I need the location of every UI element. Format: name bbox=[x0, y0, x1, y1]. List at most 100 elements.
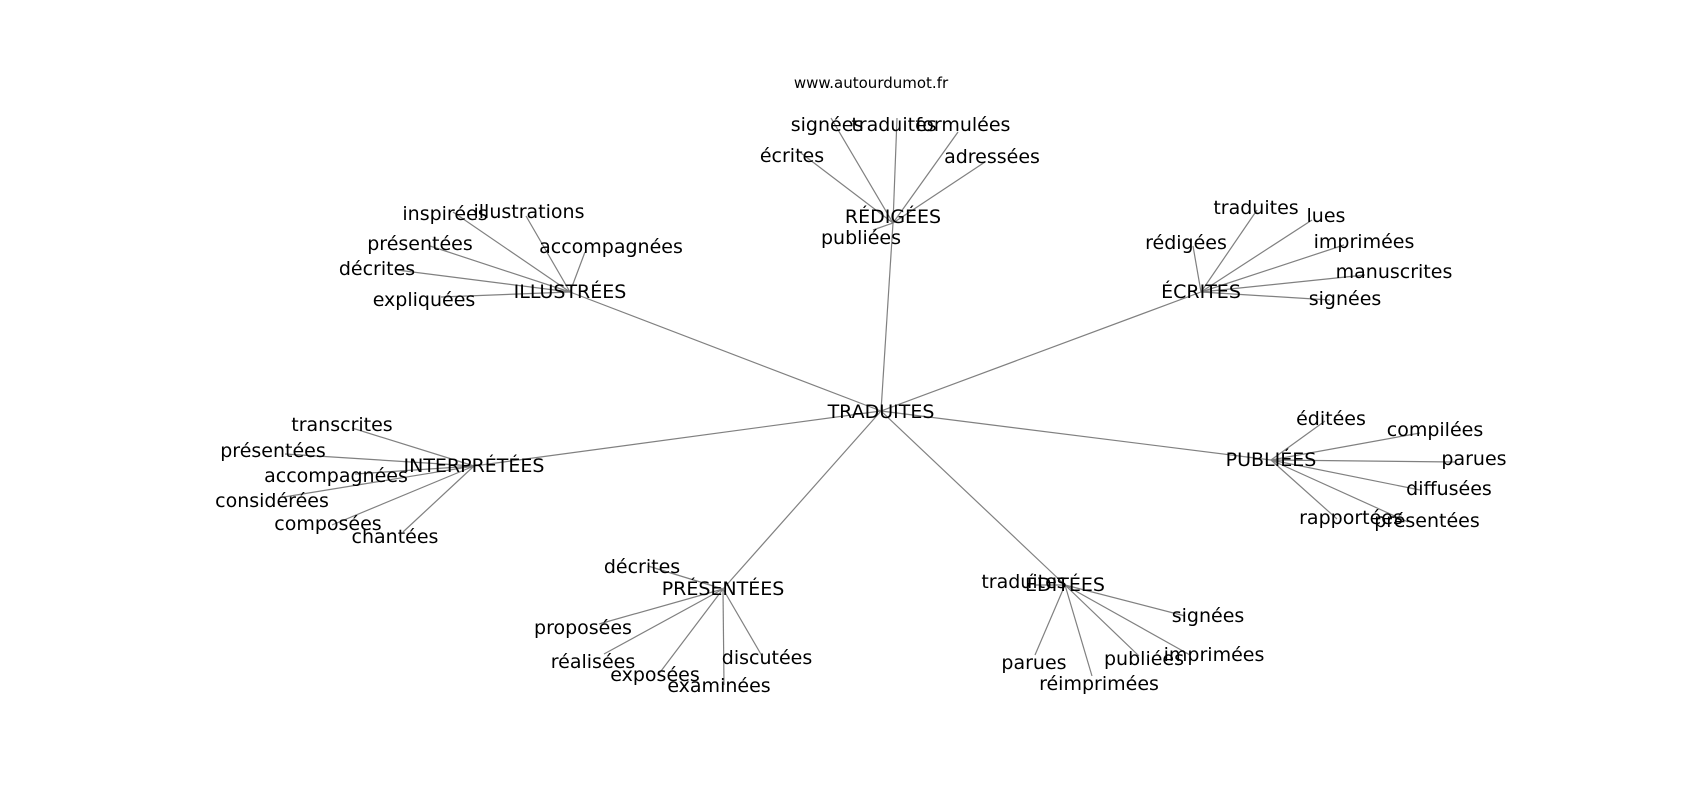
edge-center-presentees bbox=[722, 410, 882, 590]
hub-node-label: ILLUSTRÉES bbox=[514, 280, 627, 303]
leaf-node-label: composées bbox=[274, 513, 381, 535]
edge-interpretees-composees bbox=[331, 465, 475, 526]
hub-node-label: ÉDITÉES bbox=[1025, 573, 1105, 596]
edge-illustrees-expliquees bbox=[440, 291, 571, 298]
leaf-node-label: traduites bbox=[1213, 197, 1298, 219]
leaf-node-label: expliquées bbox=[373, 289, 476, 311]
edge-ecrites-manuscrites bbox=[1200, 274, 1366, 293]
leaf-node-label: présentées bbox=[1374, 510, 1480, 532]
leaf-node-label: accompagnées bbox=[539, 236, 683, 258]
edge-ecrites-traduites bbox=[1200, 209, 1258, 293]
hub-node-label: PUBLIÉES bbox=[1226, 448, 1317, 471]
edge-center-publiees bbox=[880, 410, 1272, 461]
edge-illustrees-presentees bbox=[429, 245, 571, 293]
edge-presentees-discutees bbox=[722, 588, 763, 657]
leaf-node-label: publiées bbox=[1104, 648, 1184, 670]
edge-publiees-compilees bbox=[1270, 432, 1421, 461]
leaf-node-label: réimprimées bbox=[1039, 673, 1159, 695]
leaf-node-label: réalisées bbox=[551, 651, 635, 673]
leaf-node-label: signées bbox=[791, 114, 864, 136]
leaf-node-label: imprimées bbox=[1164, 644, 1265, 666]
edge-illustrees-inspirees bbox=[452, 211, 571, 293]
leaf-node-label: illustrations bbox=[474, 201, 585, 223]
edge-center-illustrees bbox=[569, 291, 882, 412]
leaf-node-label: compilées bbox=[1387, 419, 1483, 441]
leaf-node-label: présentées bbox=[367, 233, 473, 255]
edge-redigees-publiees bbox=[872, 222, 894, 231]
hub-node-label: RÉDIGÉES bbox=[845, 205, 941, 228]
leaf-node-label: proposées bbox=[534, 617, 632, 639]
leaf-node-label: considérées bbox=[215, 490, 329, 512]
edge-ecrites-signees bbox=[1200, 291, 1331, 301]
leaf-node-label: parues bbox=[1001, 652, 1066, 674]
edge-interpretees-chantees bbox=[402, 465, 475, 533]
leaf-node-label: traduites bbox=[851, 114, 936, 136]
leaf-node-label: signées bbox=[1309, 288, 1382, 310]
edge-ecrites-redigees bbox=[1192, 245, 1202, 293]
edge-redigees-traduites bbox=[892, 117, 898, 224]
leaf-node-label: présentées bbox=[220, 440, 326, 462]
edge-interpretees-considerees bbox=[283, 465, 475, 498]
edge-illustrees-accompagnees bbox=[569, 251, 586, 293]
edge-center-redigees bbox=[880, 222, 894, 412]
hub-node-label: PRÉSENTÉES bbox=[662, 577, 785, 600]
edge-interpretees-accompagnees bbox=[354, 465, 475, 475]
edge-editees-imprimees bbox=[1064, 584, 1191, 656]
hub-node-label: ÉCRITES bbox=[1161, 280, 1241, 303]
leaf-node-label: adressées bbox=[944, 146, 1040, 168]
source-label: www.autourdumot.fr bbox=[794, 74, 949, 92]
leaf-node-label: rédigées bbox=[1145, 232, 1227, 254]
edge-center-editees bbox=[880, 410, 1066, 586]
leaf-node-label: écrites bbox=[760, 145, 824, 167]
edge-redigees-ecrites bbox=[796, 149, 894, 224]
edge-presentees-decrites bbox=[647, 565, 724, 590]
hub-node-label: INTERPRÉTÉES bbox=[404, 454, 545, 477]
leaf-node-label: chantées bbox=[352, 526, 439, 548]
leaf-node-label: décrites bbox=[604, 556, 680, 578]
leaf-node-label: publiées bbox=[821, 227, 901, 249]
leaf-node-label: manuscrites bbox=[1336, 261, 1453, 283]
leaf-node-label: signées bbox=[1172, 605, 1245, 627]
edge-publiees-editees bbox=[1270, 420, 1326, 461]
leaf-node-label: lues bbox=[1307, 205, 1346, 227]
edge-presentees-proposees bbox=[598, 588, 724, 625]
leaf-node-label: inspirées bbox=[402, 203, 487, 225]
leaf-node-label: imprimées bbox=[1314, 231, 1415, 253]
center-node-label: TRADUITES bbox=[827, 401, 935, 423]
leaf-node-label: éditées bbox=[1296, 408, 1366, 430]
edge-center-interpretees bbox=[473, 410, 882, 467]
edge-redigees-formulees bbox=[892, 131, 959, 224]
leaf-node-label: diffusées bbox=[1406, 478, 1492, 500]
edge-presentees-examinees bbox=[722, 588, 725, 686]
edge-publiees-presentees bbox=[1270, 459, 1409, 523]
leaf-node-label: parues bbox=[1441, 448, 1506, 470]
leaf-node-label: rapportées bbox=[1299, 507, 1403, 529]
edge-center-ecrites bbox=[880, 291, 1202, 412]
leaf-node-label: exposées bbox=[610, 664, 699, 686]
graph-labels: www.autourdumot.fr TRADUITESsignéestradu… bbox=[215, 74, 1506, 697]
leaf-node-label: examinées bbox=[667, 675, 770, 697]
edge-editees-signees bbox=[1064, 584, 1186, 617]
leaf-node-label: décrites bbox=[339, 258, 415, 280]
edge-editees-parues bbox=[1034, 584, 1066, 656]
edge-publiees-parues bbox=[1270, 459, 1456, 463]
leaf-node-label: discutées bbox=[722, 647, 812, 669]
edge-publiees-diffusees bbox=[1270, 459, 1421, 491]
leaf-node-label: accompagnées bbox=[264, 465, 408, 487]
leaf-node-label: transcrites bbox=[291, 414, 392, 436]
edge-presentees-exposees bbox=[657, 588, 724, 676]
edge-publiees-rapportees bbox=[1270, 459, 1338, 520]
graph-edges bbox=[283, 117, 1456, 686]
edge-illustrees-illustrations bbox=[525, 215, 571, 293]
edge-presentees-realisees bbox=[603, 588, 724, 655]
edge-redigees-signees bbox=[830, 117, 894, 224]
leaf-node-label: formulées bbox=[916, 114, 1011, 136]
edge-editees-reimprimees bbox=[1064, 584, 1093, 677]
edge-interpretees-presentees bbox=[284, 453, 475, 467]
edge-editees-publiees bbox=[1064, 584, 1140, 657]
leaf-node-label: traduites bbox=[981, 571, 1066, 593]
edge-redigees-adressees bbox=[892, 161, 986, 224]
edge-interpretees-transcrites bbox=[351, 427, 475, 467]
edge-illustrees-decrites bbox=[396, 269, 571, 293]
